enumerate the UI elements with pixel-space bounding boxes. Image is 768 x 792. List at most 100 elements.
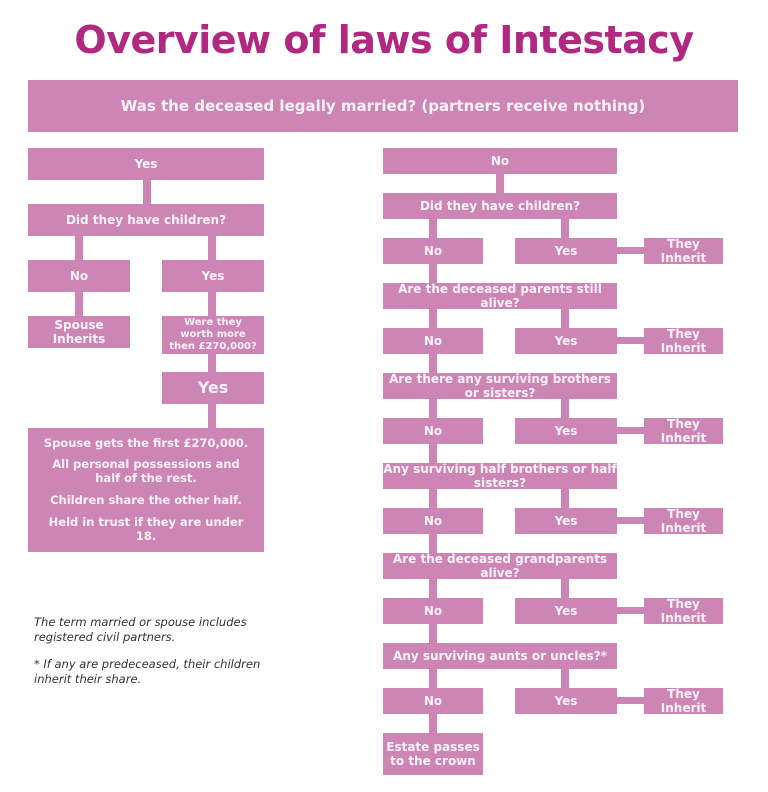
they-inherit-box: They Inherit xyxy=(644,326,723,355)
connector xyxy=(429,624,437,643)
step-yes-label: Yes xyxy=(554,333,578,348)
step-question: Are there any surviving brothers or sist… xyxy=(383,371,617,400)
connector xyxy=(208,292,216,316)
married-question-text: Was the deceased legally married? (partn… xyxy=(120,97,646,115)
step-no-box: No xyxy=(383,598,483,624)
step-question-text: Did they have children? xyxy=(419,198,581,213)
right-no-box: No xyxy=(383,148,617,174)
step-yes-box: Yes xyxy=(515,688,617,714)
step-no-label: No xyxy=(423,423,443,438)
they-inherit-box: They Inherit xyxy=(644,596,723,625)
married-question: Was the deceased legally married? (partn… xyxy=(28,80,738,132)
step-yes-label: Yes xyxy=(554,603,578,618)
estate-to-crown-label: Estate passes to the crown xyxy=(386,739,480,768)
connector xyxy=(617,247,644,254)
step-no-box: No xyxy=(383,688,483,714)
step-question: Any surviving aunts or uncles?* xyxy=(383,643,617,669)
left-yes-label: Yes xyxy=(134,156,158,171)
left-children-yes-label: Yes xyxy=(201,268,225,283)
connector xyxy=(208,236,216,260)
step-question-text: Are there any surviving brothers or sist… xyxy=(389,371,611,400)
connector xyxy=(429,489,437,508)
connector xyxy=(429,669,437,688)
step-question-text: Any surviving half brothers or half sist… xyxy=(383,461,617,490)
connector xyxy=(429,309,437,328)
connector xyxy=(617,337,644,344)
step-yes-label: Yes xyxy=(554,513,578,528)
step-question: Are the deceased parents still alive? xyxy=(383,281,617,310)
step-yes-label: Yes xyxy=(554,693,578,708)
step-no-label: No xyxy=(423,243,443,258)
step-yes-box: Yes xyxy=(515,508,617,534)
left-no-box: No xyxy=(28,260,130,292)
step-yes-box: Yes xyxy=(515,238,617,264)
step-yes-box: Yes xyxy=(515,418,617,444)
they-inherit-label: They Inherit xyxy=(660,236,707,265)
they-inherit-box: They Inherit xyxy=(644,506,723,535)
connector xyxy=(143,180,151,204)
spouse-inherits-box: Spouse Inherits xyxy=(28,316,130,348)
left-yes-box: Yes xyxy=(28,148,264,180)
estate-to-crown-box: Estate passes to the crown xyxy=(383,733,483,775)
connector xyxy=(561,669,569,688)
step-no-label: No xyxy=(423,603,443,618)
left-no-label: No xyxy=(69,268,89,283)
they-inherit-box: They Inherit xyxy=(644,687,723,715)
outcome-line: Spouse gets the first £270,000. xyxy=(43,435,249,450)
connector xyxy=(561,309,569,328)
connector xyxy=(617,697,644,704)
connector xyxy=(75,236,83,260)
step-no-box: No xyxy=(383,418,483,444)
step-yes-box: Yes xyxy=(515,598,617,624)
worth-yes-label: Yes xyxy=(197,378,229,398)
step-question: Are the deceased grandparents alive? xyxy=(383,551,617,580)
connector xyxy=(429,534,437,553)
connector xyxy=(617,607,644,614)
right-no-label: No xyxy=(490,153,510,168)
step-question: Any surviving half brothers or half sist… xyxy=(383,461,617,490)
connector xyxy=(429,354,437,373)
connector xyxy=(617,517,644,524)
step-question: Did they have children? xyxy=(383,193,617,219)
outcome-line: Children share the other half. xyxy=(50,493,242,507)
they-inherit-label: They Inherit xyxy=(660,416,707,445)
left-children-question: Did they have children? xyxy=(28,204,264,236)
worth-question-box: Were they worth more then £270,000? xyxy=(162,316,264,354)
they-inherit-label: They Inherit xyxy=(660,326,707,355)
civil-partner-note: The term married or spouse includes regi… xyxy=(34,615,247,644)
connector xyxy=(208,404,216,428)
connector xyxy=(75,292,83,316)
spouse-children-outcome-box: Spouse gets the first £270,000. All pers… xyxy=(28,428,264,552)
connector xyxy=(561,579,569,598)
step-yes-label: Yes xyxy=(554,423,578,438)
connector xyxy=(429,399,437,418)
step-question-text: Are the deceased parents still alive? xyxy=(398,281,602,310)
predeceased-note: * If any are predeceased, their children… xyxy=(34,657,261,686)
connector xyxy=(429,264,437,283)
page-title: Overview of laws of Intestacy xyxy=(74,18,694,62)
connector xyxy=(208,354,216,372)
left-children-question-text: Did they have children? xyxy=(65,212,227,227)
worth-question-text: Were they worth more then £270,000? xyxy=(169,317,257,352)
step-no-label: No xyxy=(423,333,443,348)
step-no-box: No xyxy=(383,238,483,264)
they-inherit-label: They Inherit xyxy=(660,596,707,625)
step-no-label: No xyxy=(423,513,443,528)
connector xyxy=(429,579,437,598)
connector xyxy=(561,399,569,418)
connector xyxy=(561,489,569,508)
step-yes-label: Yes xyxy=(554,243,578,258)
they-inherit-label: They Inherit xyxy=(660,506,707,535)
connector xyxy=(429,444,437,463)
step-no-label: No xyxy=(423,693,443,708)
step-question-text: Are the deceased grandparents alive? xyxy=(392,551,608,580)
worth-yes-box: Yes xyxy=(162,372,264,404)
step-no-box: No xyxy=(383,328,483,354)
step-no-box: No xyxy=(383,508,483,534)
spouse-inherits-label: Spouse Inherits xyxy=(52,317,106,346)
outcome-line: Held in trust if they are under 18. xyxy=(48,514,244,543)
step-yes-box: Yes xyxy=(515,328,617,354)
connector xyxy=(429,219,437,238)
connector xyxy=(617,427,644,434)
connector xyxy=(496,174,504,193)
